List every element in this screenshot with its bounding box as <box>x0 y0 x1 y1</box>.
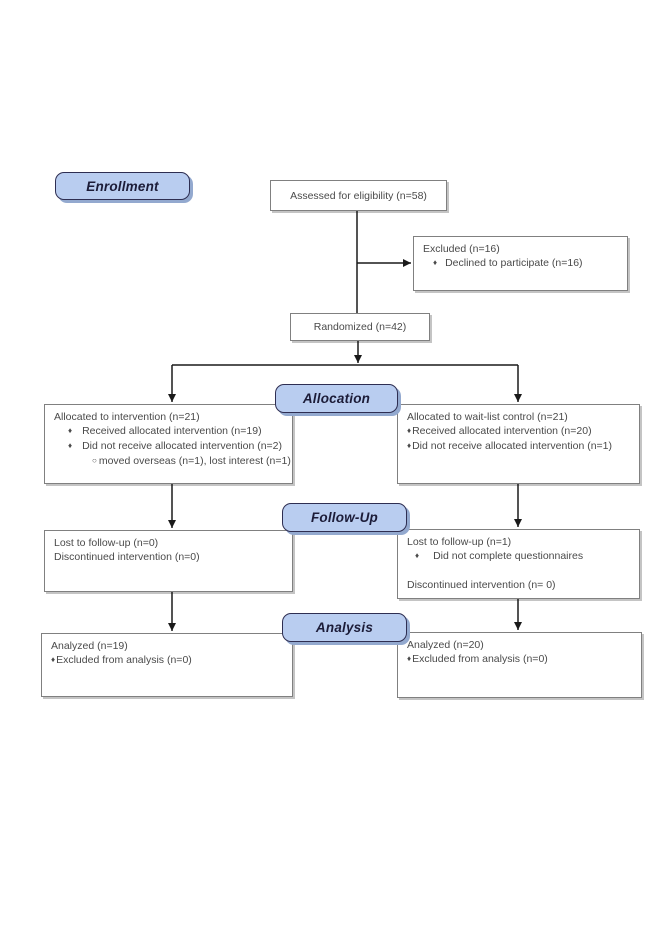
alloc-right-bullet-1: ♦Received allocated intervention (n=20) <box>407 424 633 439</box>
alloc-right-bullet-2: ♦Did not receive allocated intervention … <box>407 439 633 454</box>
alloc-left-subbullet-text: moved overseas (n=1), lost interest (n=1… <box>98 455 291 467</box>
assessed-for-eligibility-box: Assessed for eligibility (n=58) <box>270 180 447 211</box>
diamond-bullet-icon: ♦ <box>407 441 412 450</box>
alloc-right-bullet-2-text: Did not receive allocated intervention (… <box>412 440 612 452</box>
stage-label-followup: Follow-Up <box>282 503 407 532</box>
an-right-title: Analyzed (n=20) <box>407 639 484 651</box>
alloc-right-title: Allocated to wait-list control (n=21) <box>407 411 568 423</box>
fu-left-line-1: Lost to follow-up (n=0) <box>54 537 159 549</box>
analysis-left-box: Analyzed (n=19) ♦Excluded from analysis … <box>41 633 293 697</box>
stage-label-analysis: Analysis <box>282 613 407 642</box>
excluded-box: Excluded (n=16) ♦ Declined to participate… <box>413 236 628 291</box>
stage-label-enrollment: Enrollment <box>55 172 190 200</box>
randomized-text: Randomized (n=42) <box>313 321 407 333</box>
an-left-bullet-text: Excluded from analysis (n=0) <box>56 654 192 666</box>
diamond-bullet-icon: ♦ <box>433 258 438 267</box>
fu-right-bullet: ♦ Did not complete questionnaires <box>407 549 633 564</box>
diamond-bullet-icon: ♦ <box>407 426 412 435</box>
fu-right-bullet-text: Did not complete questionnaires <box>433 550 584 562</box>
randomized-box: Randomized (n=42) <box>290 313 430 341</box>
an-right-bullet-text: Excluded from analysis (n=0) <box>412 653 548 665</box>
diamond-bullet-icon: ♦ <box>415 551 420 560</box>
excluded-bullet: ♦ Declined to participate (n=16) <box>423 256 621 271</box>
alloc-left-bullet-1: ♦ Received allocated intervention (n=19) <box>54 424 286 439</box>
diamond-bullet-icon: ♦ <box>68 426 73 435</box>
followup-right-box: Lost to follow-up (n=1) ♦ Did not complet… <box>397 529 640 599</box>
assessed-text: Assessed for eligibility (n=58) <box>290 189 427 202</box>
an-left-title: Analyzed (n=19) <box>51 640 128 652</box>
diamond-bullet-icon: ♦ <box>407 654 412 663</box>
stage-label-allocation: Allocation <box>275 384 398 413</box>
alloc-left-subbullet: ○moved overseas (n=1), lost interest (n=… <box>54 454 291 469</box>
diamond-bullet-icon: ♦ <box>68 441 73 450</box>
diamond-bullet-icon: ♦ <box>51 655 56 664</box>
allocated-waitlist-box: Allocated to wait-list control (n=21) ♦R… <box>397 404 640 484</box>
alloc-left-bullet-1-text: Received allocated intervention (n=19) <box>82 425 262 437</box>
alloc-left-bullet-2-text: Did not receive allocated intervention (… <box>82 440 282 452</box>
followup-left-box: Lost to follow-up (n=0) Discontinued int… <box>44 530 293 592</box>
excluded-title: Excluded (n=16) <box>423 243 500 255</box>
analysis-right-box: Analyzed (n=20) ♦Excluded from analysis … <box>397 632 642 698</box>
circle-bullet-icon: ○ <box>92 456 97 465</box>
fu-right-line-1: Lost to follow-up (n=1) <box>407 536 512 548</box>
fu-left-line-2: Discontinued intervention (n=0) <box>54 551 200 563</box>
fu-right-line-2: Discontinued intervention (n= 0) <box>407 579 556 591</box>
excluded-bullet-text: Declined to participate (n=16) <box>445 257 583 269</box>
an-right-bullet: ♦Excluded from analysis (n=0) <box>407 652 635 667</box>
alloc-right-bullet-1-text: Received allocated intervention (n=20) <box>412 425 592 437</box>
allocated-intervention-box: Allocated to intervention (n=21) ♦ Receiv… <box>44 404 293 484</box>
alloc-left-bullet-2: ♦ Did not receive allocated intervention … <box>54 439 286 454</box>
alloc-left-title: Allocated to intervention (n=21) <box>54 411 200 423</box>
an-left-bullet: ♦Excluded from analysis (n=0) <box>51 653 286 668</box>
